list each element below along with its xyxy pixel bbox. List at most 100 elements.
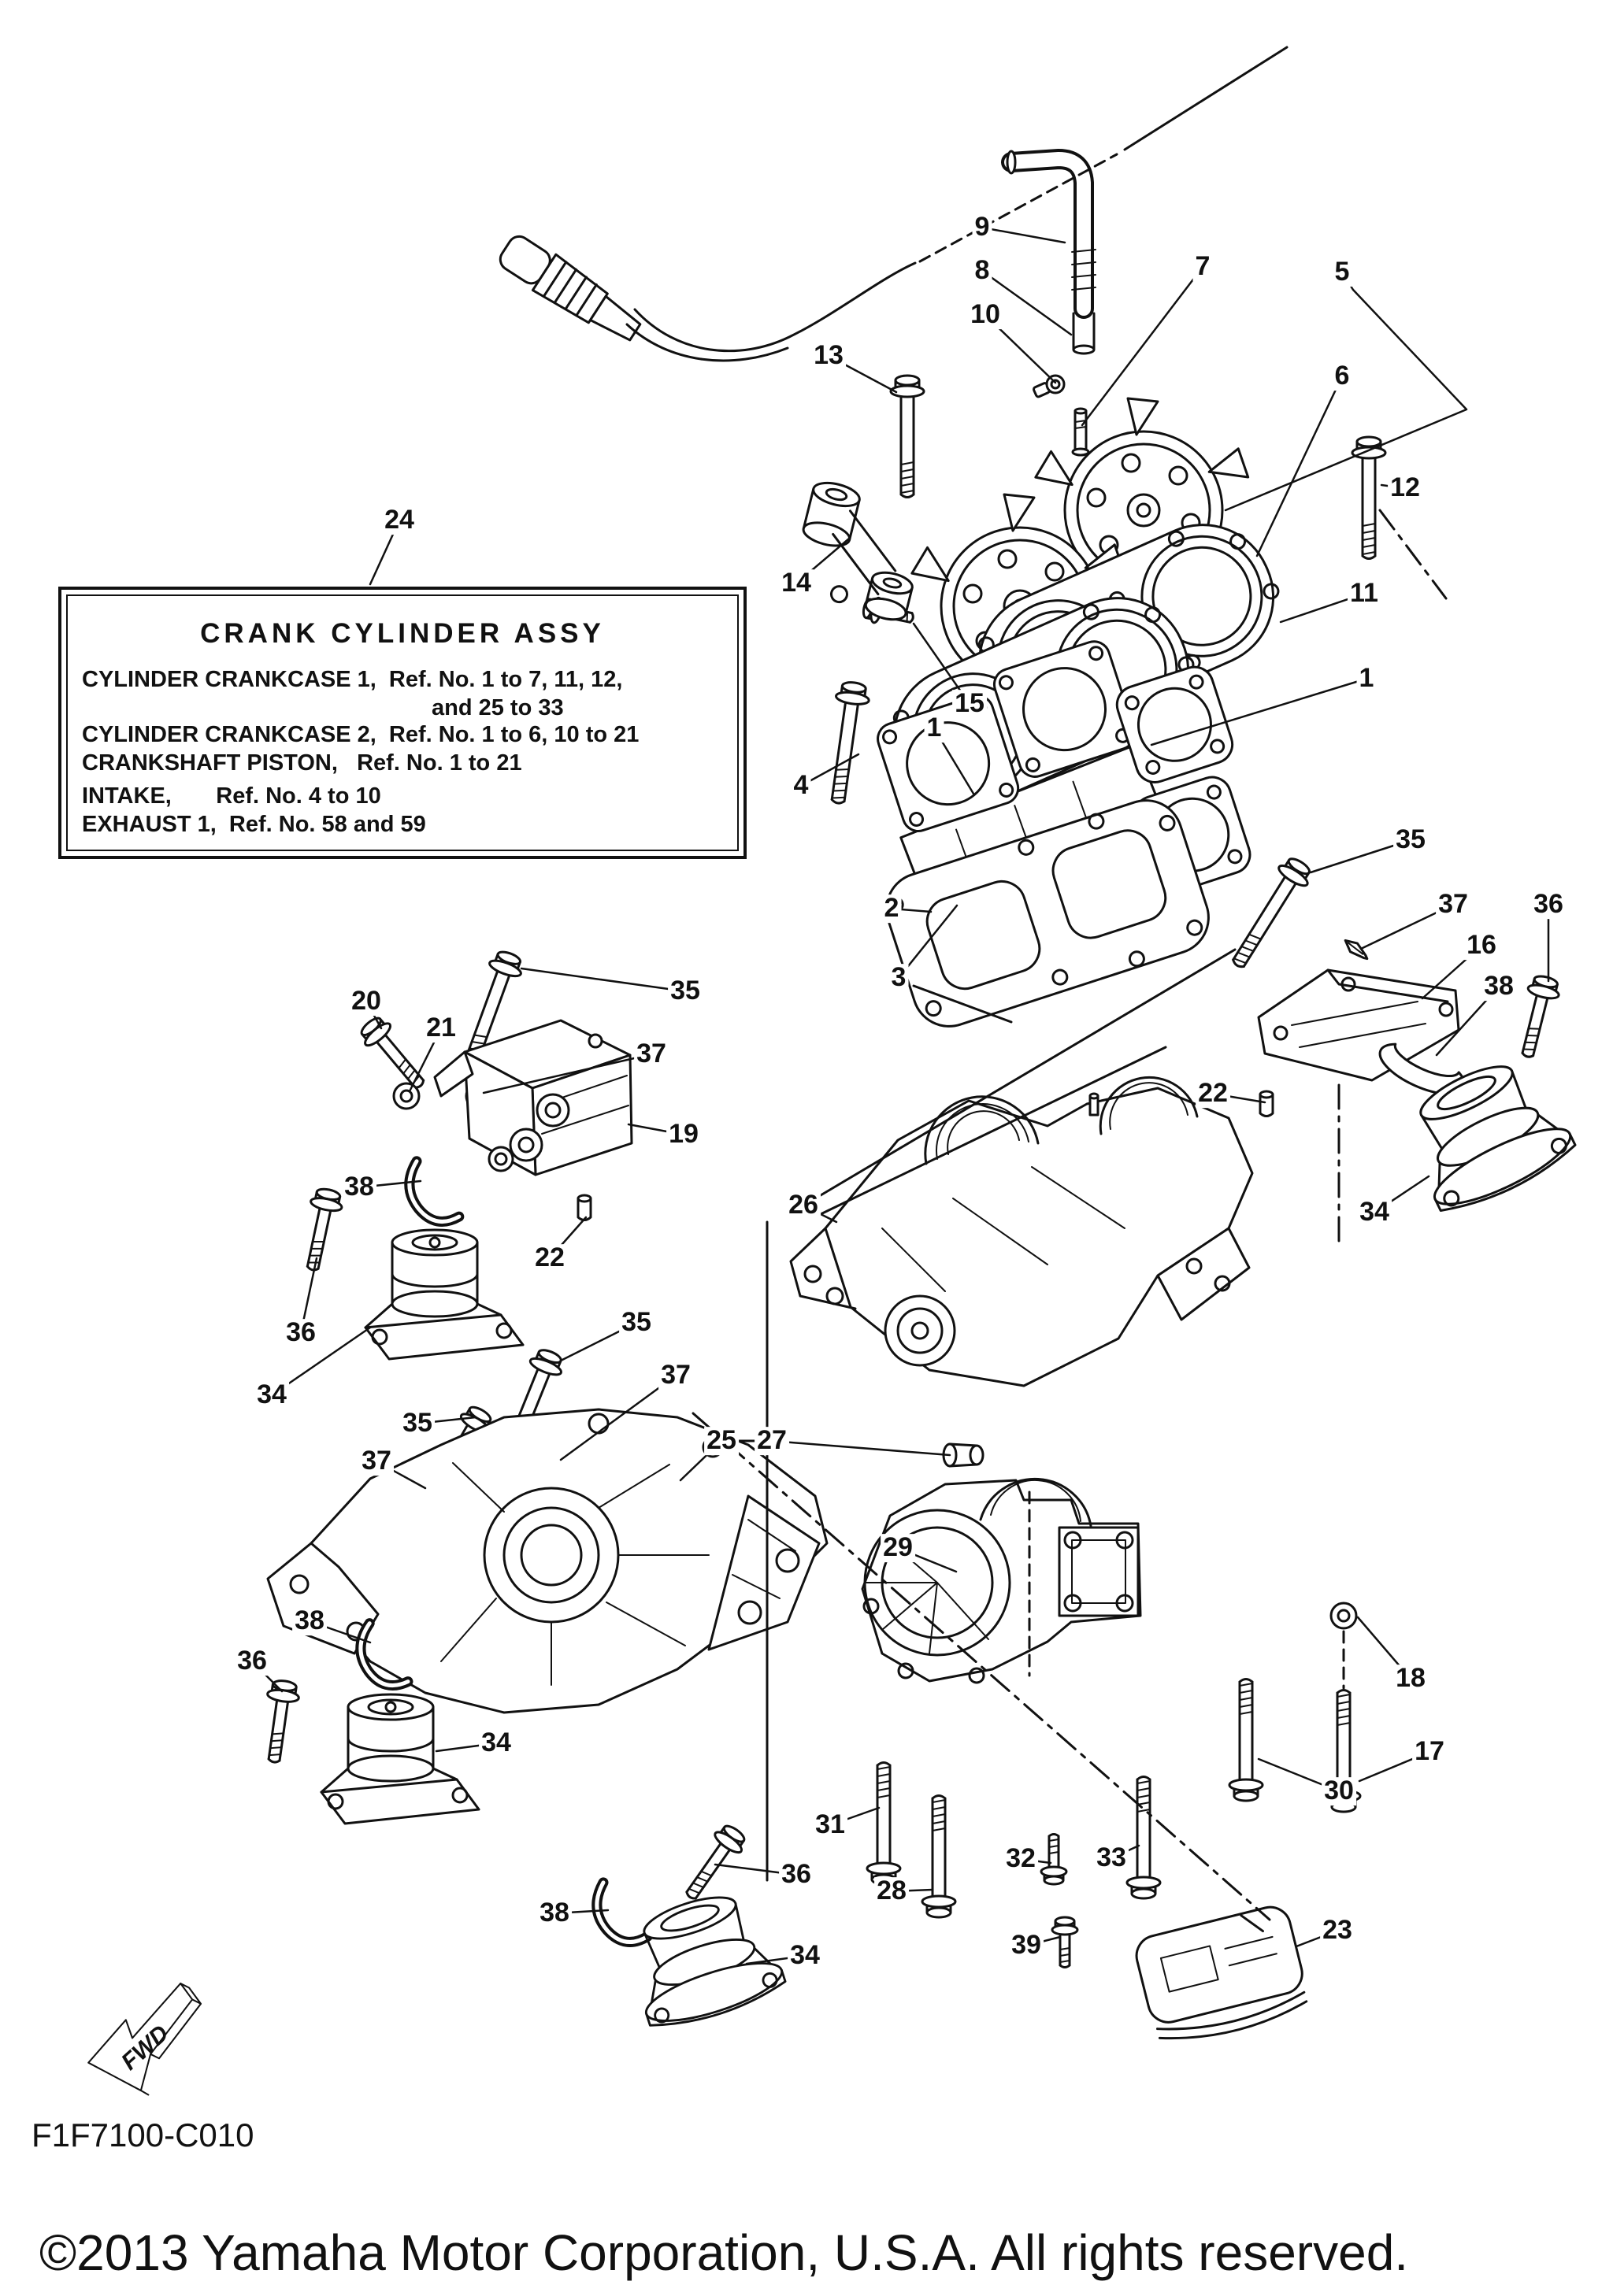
callout-36[interactable]: 36	[1531, 890, 1566, 919]
bolt-31-drawing	[866, 1761, 902, 1886]
callout-9[interactable]: 9	[972, 213, 992, 242]
joint-34-bottom-drawing	[616, 1880, 790, 2037]
callout-34[interactable]: 34	[479, 1728, 514, 1757]
callout-22[interactable]: 22	[532, 1243, 567, 1272]
breather-pipe-drawing	[1001, 149, 1096, 457]
bolt-20-drawing	[354, 1011, 435, 1098]
washer-18-drawing	[1329, 1602, 1358, 1630]
info-box-inner-border	[66, 594, 739, 851]
callout-21[interactable]: 21	[424, 1013, 458, 1042]
callout-10[interactable]: 10	[968, 300, 1003, 329]
info-box-line: EXHAUST 1, Ref. No. 58 and 59	[82, 812, 426, 837]
bolt-36-right-drawing	[1511, 972, 1564, 1062]
cotter-37-right-drawing	[1340, 935, 1372, 965]
crankcase-lower-drawing	[861, 1477, 1142, 1684]
callout-16[interactable]: 16	[1464, 931, 1499, 960]
callout-35[interactable]: 35	[619, 1308, 654, 1337]
callout-35[interactable]: 35	[1393, 825, 1428, 854]
callout-8[interactable]: 8	[972, 256, 992, 285]
callout-27[interactable]: 27	[755, 1426, 789, 1455]
info-box: CRANK CYLINDER ASSY CYLINDER CRANKCASE 1…	[58, 587, 747, 859]
callout-35[interactable]: 35	[400, 1409, 435, 1438]
callout-17[interactable]: 17	[1412, 1737, 1447, 1766]
callout-15[interactable]: 15	[952, 689, 987, 718]
callout-36[interactable]: 36	[235, 1646, 269, 1676]
stud-bolt-drawing	[1071, 407, 1090, 457]
callout-39[interactable]: 39	[1009, 1931, 1044, 1960]
info-box-line: CRANKSHAFT PISTON, Ref. No. 1 to 21	[82, 750, 522, 776]
crankcase-upper-drawing	[789, 1076, 1254, 1387]
intake-manifold-drawing	[1257, 968, 1460, 1082]
callout-13[interactable]: 13	[811, 341, 846, 370]
pipe-end-drawing	[1072, 312, 1096, 355]
washer-21-drawing	[392, 1082, 421, 1110]
callout-23[interactable]: 23	[1320, 1916, 1355, 1945]
callout-37[interactable]: 37	[1436, 890, 1470, 919]
callout-37[interactable]: 37	[634, 1039, 669, 1068]
holder-38-bottom-drawing	[591, 1876, 647, 1949]
drawing-code: F1F7100-C010	[32, 2116, 254, 2153]
bolt-33-drawing	[1125, 1776, 1162, 1900]
callout-33[interactable]: 33	[1094, 1843, 1129, 1872]
callout-3[interactable]: 3	[888, 963, 909, 992]
bolt-13-drawing	[889, 374, 925, 498]
callout-32[interactable]: 32	[1003, 1844, 1038, 1873]
info-box-line: and 25 to 33	[432, 695, 564, 720]
bolt-36-left-drawing	[295, 1185, 347, 1275]
callout-34[interactable]: 34	[254, 1380, 289, 1409]
callout-7[interactable]: 7	[1192, 252, 1213, 281]
callout-19[interactable]: 19	[666, 1120, 701, 1149]
clamp-drawing	[1033, 374, 1066, 398]
callout-11[interactable]: 11	[1348, 579, 1381, 608]
callout-1[interactable]: 1	[924, 713, 944, 742]
copyright-text: ©2013 Yamaha Motor Corporation, U.S.A. A…	[39, 2224, 1409, 2281]
cover-23-drawing	[1135, 1905, 1308, 2040]
callout-5[interactable]: 5	[1332, 257, 1352, 287]
bolt-30-drawing	[1228, 1678, 1264, 1802]
callout-4[interactable]: 4	[791, 771, 811, 800]
bolt-4-drawing	[820, 679, 873, 807]
callout-12[interactable]: 12	[1388, 473, 1422, 502]
callout-29[interactable]: 29	[881, 1533, 915, 1562]
pin-22-left-drawing	[577, 1194, 592, 1221]
bolt-36-bottom-drawing	[676, 1820, 751, 1908]
info-box-line: CYLINDER CRANKCASE 2, Ref. No. 1 to 6, 1…	[82, 722, 640, 747]
callout-22[interactable]: 22	[1196, 1079, 1230, 1108]
callout-37[interactable]: 37	[359, 1446, 394, 1476]
callout-14[interactable]: 14	[779, 568, 814, 598]
mount-34-lowerleft-drawing	[320, 1693, 480, 1825]
callout-38[interactable]: 38	[342, 1172, 376, 1202]
callout-31[interactable]: 31	[813, 1810, 847, 1839]
info-box-line: INTAKE, Ref. No. 4 to 10	[82, 783, 381, 809]
link-bracket-drawing	[802, 481, 914, 621]
bolt-39-drawing	[1051, 1916, 1079, 1968]
construction-lines	[692, 46, 1448, 1921]
callout-20[interactable]: 20	[349, 987, 384, 1016]
callout-37[interactable]: 37	[658, 1361, 693, 1390]
callout-36[interactable]: 36	[779, 1860, 814, 1889]
fwd-arrow: FWD	[87, 1983, 202, 2096]
callout-25[interactable]: 25	[704, 1426, 739, 1455]
callout-24[interactable]: 24	[382, 505, 417, 535]
callout-38[interactable]: 38	[1481, 972, 1516, 1001]
callout-38[interactable]: 38	[537, 1898, 572, 1928]
callout-1[interactable]: 1	[1356, 664, 1377, 693]
callout-35[interactable]: 35	[668, 976, 703, 1005]
callout-34[interactable]: 34	[788, 1941, 822, 1970]
callout-26[interactable]: 26	[786, 1191, 821, 1220]
callout-18[interactable]: 18	[1393, 1664, 1428, 1693]
bolt-32-drawing	[1040, 1833, 1068, 1886]
crankcase-half-drawing	[266, 1408, 829, 1714]
info-box-line: CYLINDER CRANKCASE 1, Ref. No. 1 to 7, 1…	[82, 667, 623, 692]
callout-34[interactable]: 34	[1357, 1198, 1392, 1227]
callout-28[interactable]: 28	[874, 1876, 909, 1905]
holder-38-left-drawing	[404, 1155, 459, 1228]
callout-38[interactable]: 38	[292, 1606, 327, 1635]
callout-36[interactable]: 36	[284, 1318, 318, 1347]
callout-6[interactable]: 6	[1332, 361, 1352, 391]
callout-30[interactable]: 30	[1322, 1776, 1356, 1805]
spark-wire-drawing	[499, 235, 917, 362]
callout-2[interactable]: 2	[881, 894, 902, 923]
